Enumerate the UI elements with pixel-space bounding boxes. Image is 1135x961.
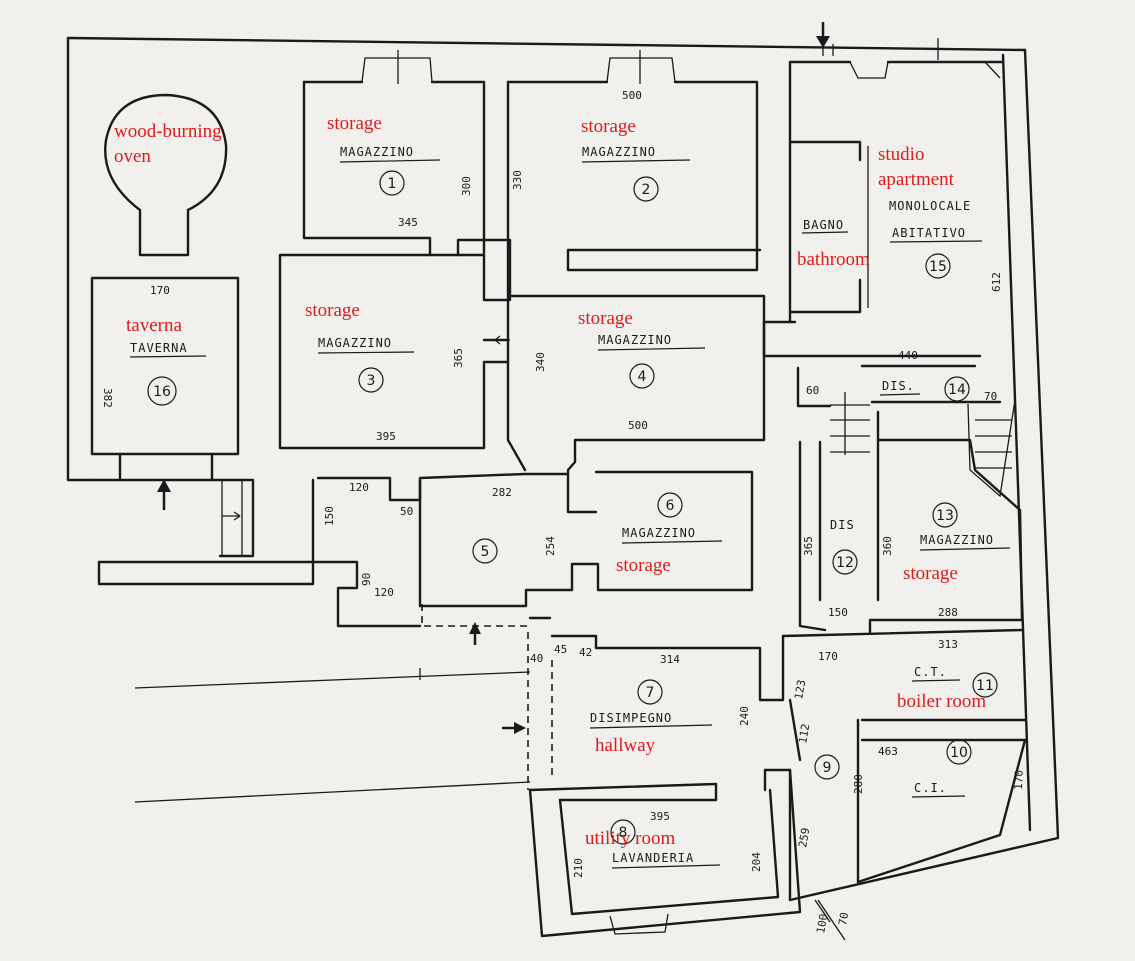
room-16-translation: taverna <box>126 315 182 336</box>
room-15-label-2: ABITATIVO <box>892 226 966 240</box>
entry-arrows <box>157 22 830 734</box>
room-13-number: 13 <box>936 508 954 524</box>
oven-translation-2: oven <box>114 146 151 167</box>
dim-463: 463 <box>878 745 898 758</box>
dim-395-room3: 395 <box>376 430 396 443</box>
room-7-number: 7 <box>646 685 655 701</box>
dim-340: 340 <box>534 352 547 372</box>
dim-360: 360 <box>881 536 894 556</box>
dim-204: 204 <box>750 852 763 872</box>
dim-120-top: 120 <box>349 481 369 494</box>
dim-500-room4: 500 <box>628 419 648 432</box>
room-2-label: MAGAZZINO <box>582 145 656 159</box>
room-6-number: 6 <box>666 498 675 514</box>
room-3-label: MAGAZZINO <box>318 336 392 350</box>
oven-translation-1: wood-burning <box>114 121 222 142</box>
room-1-translation: storage <box>327 113 382 134</box>
room-8-number: 8 <box>619 825 628 841</box>
dim-395-laundry: 395 <box>650 810 670 823</box>
english-translations: wood-burning oven storage storage storag… <box>114 113 986 849</box>
dim-313: 313 <box>938 638 958 651</box>
italian-labels: MAGAZZINO MAGAZZINO MAGAZZINO MAGAZZINO … <box>129 145 1011 869</box>
dim-240: 240 <box>738 706 751 726</box>
dim-382: 382 <box>101 388 114 408</box>
dim-170-right: 170 <box>1012 770 1026 790</box>
room-1-label: MAGAZZINO <box>340 145 414 159</box>
room-4-translation: storage <box>578 308 633 329</box>
dim-365: 365 <box>452 348 465 368</box>
dim-288: 288 <box>938 606 958 619</box>
dim-259: 259 <box>796 827 812 849</box>
room-13-translation: storage <box>903 563 958 584</box>
dim-314: 314 <box>660 653 680 666</box>
room-15-translation-1: studio <box>878 144 924 165</box>
room-8-translation: utility room <box>585 828 675 849</box>
dim-170-corridor: 170 <box>818 650 838 663</box>
dim-300: 300 <box>460 176 473 196</box>
walls <box>66 36 1060 941</box>
dim-120-bottom: 120 <box>374 586 394 599</box>
dim-50: 50 <box>400 505 413 518</box>
dim-123: 123 <box>792 679 808 701</box>
dim-612: 612 <box>990 272 1003 292</box>
dim-40: 40 <box>530 652 543 665</box>
room-5-number: 5 <box>481 544 490 560</box>
dim-45: 45 <box>554 643 567 656</box>
dim-330: 330 <box>511 170 524 190</box>
room-1-number: 1 <box>388 176 397 192</box>
room-14-label: DIS. <box>882 379 915 393</box>
room-12-label: DIS <box>830 518 855 532</box>
room-11-translation: boiler room <box>897 691 986 712</box>
room-2-number: 2 <box>642 182 651 198</box>
room-3-translation: storage <box>305 300 360 321</box>
room-15-number: 15 <box>929 259 947 275</box>
room-7-translation: hallway <box>595 735 656 756</box>
room-12-number: 12 <box>836 555 854 571</box>
room-15-translation-2: apartment <box>878 169 955 190</box>
dim-500-top: 500 <box>622 89 642 102</box>
room-numbers: 1 2 3 4 5 6 7 8 9 10 11 12 13 14 15 16 <box>147 170 998 845</box>
dim-280: 280 <box>852 774 865 794</box>
dim-440: 440 <box>898 349 918 362</box>
dim-254: 254 <box>544 536 557 556</box>
dim-60: 60 <box>806 384 819 397</box>
room-15-label-1: MONOLOCALE <box>889 199 971 213</box>
dim-70-bottom: 70 <box>836 911 851 926</box>
room-11-label: C.T. <box>914 665 947 679</box>
room-14-number: 14 <box>948 382 966 398</box>
room-3-number: 3 <box>367 373 376 389</box>
dim-210: 210 <box>572 858 585 878</box>
room-6-translation: storage <box>616 555 671 576</box>
dim-150: 150 <box>828 606 848 619</box>
room-13-label: MAGAZZINO <box>920 533 994 547</box>
room-10-label: C.I. <box>914 781 947 795</box>
dim-70-stairs: 70 <box>984 390 997 403</box>
room-4-number: 4 <box>638 369 647 385</box>
dim-345: 345 <box>398 216 418 229</box>
dim-42: 42 <box>579 646 592 659</box>
bathroom-label: BAGNO <box>803 218 844 232</box>
dim-282: 282 <box>492 486 512 499</box>
dim-100: 100 <box>814 913 830 935</box>
room-11-number: 11 <box>976 678 994 694</box>
room-4-label: MAGAZZINO <box>598 333 672 347</box>
room-16-number: 16 <box>153 384 171 400</box>
room-10-number: 10 <box>950 745 968 761</box>
room-6-label: MAGAZZINO <box>622 526 696 540</box>
room-2-translation: storage <box>581 116 636 137</box>
dim-90: 90 <box>360 573 373 586</box>
dimensions: 500 345 300 330 170 382 365 340 395 500 … <box>101 89 1026 935</box>
room-8-label: LAVANDERIA <box>612 851 694 865</box>
dim-170-taverna: 170 <box>150 284 170 297</box>
room-16-label: TAVERNA <box>130 341 188 355</box>
room-9-number: 9 <box>823 760 832 776</box>
dim-112: 112 <box>796 723 812 745</box>
dim-150-left: 150 <box>323 506 336 526</box>
bathroom-translation: bathroom <box>797 249 870 270</box>
room-7-label: DISIMPEGNO <box>590 711 672 725</box>
dim-365-dis: 365 <box>802 536 815 556</box>
